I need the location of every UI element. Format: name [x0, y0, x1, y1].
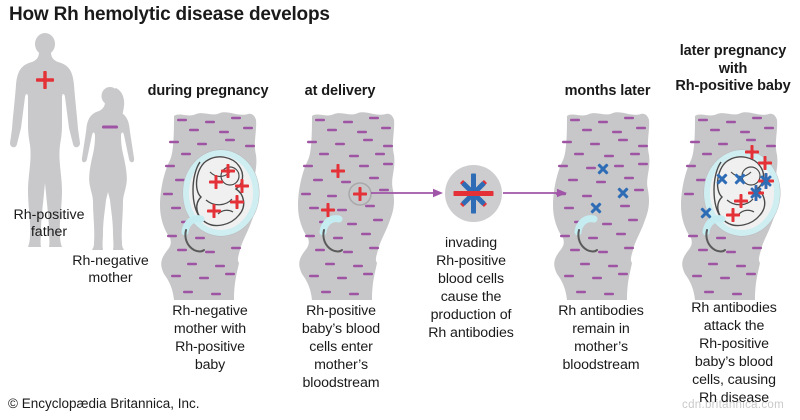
header-later-pregnancy: later pregnancy with Rh-positive baby — [675, 43, 791, 94]
caption-stage-1: Rh-negative mother with Rh-positive baby — [172, 303, 248, 373]
header-months-later: months later — [564, 83, 651, 99]
figure-mother-at-delivery — [298, 110, 398, 300]
watermark: cdn.britannica.com — [682, 399, 784, 411]
caption-stage-2: Rh-positive baby’s blood cells enter mot… — [301, 303, 381, 391]
antibody-production-icon — [445, 165, 502, 222]
figure-later-pregnancy — [681, 110, 781, 300]
mother-silhouette — [72, 86, 144, 254]
father-label: Rh-positive father — [13, 207, 85, 240]
father-silhouette — [8, 33, 82, 248]
caption-stage-4: Rh antibodies remain in mother’s bloodst… — [558, 303, 644, 373]
copyright-notice: © Encyclopædia Britannica, Inc. — [8, 396, 200, 411]
caption-stage-5: Rh antibodies attack the Rh-positive bab… — [691, 300, 777, 406]
figure-pregnant-mother — [160, 110, 260, 300]
figure-mother-months-later — [553, 110, 653, 300]
caption-stage-3: invading Rh-positive blood cells cause t… — [428, 235, 514, 341]
mother-label: Rh-negative mother — [72, 253, 149, 286]
diagram-title: How Rh hemolytic disease develops — [9, 4, 330, 25]
header-at-delivery: at delivery — [304, 83, 376, 99]
header-during-pregnancy: during pregnancy — [147, 83, 269, 99]
